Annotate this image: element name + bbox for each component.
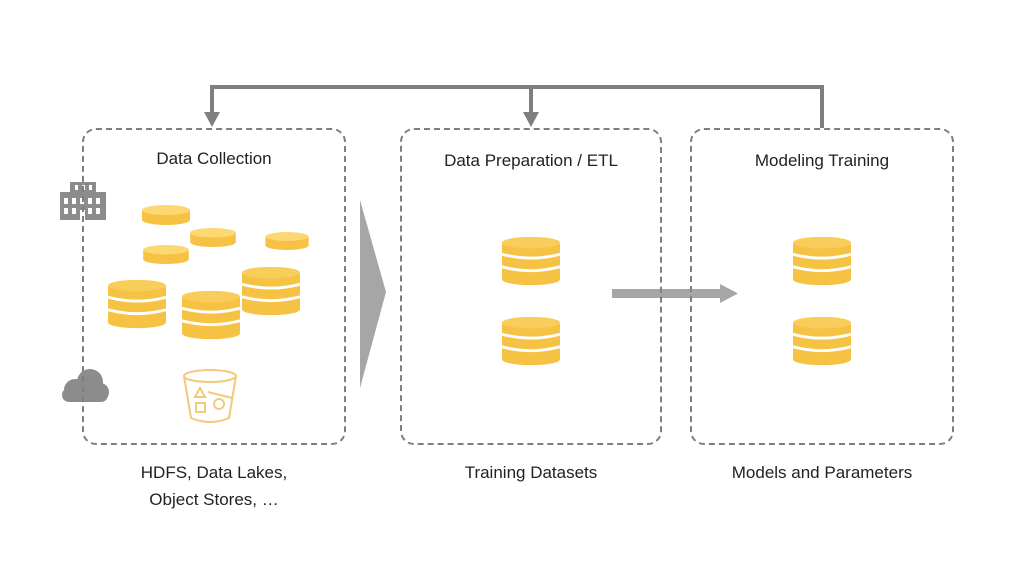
stage-title-data-preparation: Data Preparation / ETL	[444, 151, 618, 170]
stage-title-data-collection: Data Collection	[156, 149, 272, 168]
stage-box-data-preparation	[400, 128, 662, 445]
building-icon	[60, 182, 106, 220]
flow-arrow-prep-to-model	[612, 284, 738, 303]
stage-box-data-collection	[82, 128, 346, 445]
caption-line: Object Stores, …	[149, 490, 279, 509]
caption-line: Models and Parameters	[731, 463, 913, 482]
stage-transition-chevron	[360, 200, 386, 388]
feedback-loop-arrow	[210, 85, 824, 128]
stage-caption-data-collection: HDFS, Data Lakes, Object Stores, …	[82, 459, 346, 513]
feedback-arrowhead-preparation	[523, 112, 539, 127]
stage-caption-data-preparation: Training Datasets	[400, 459, 662, 486]
stage-title-modeling-training: Modeling Training	[754, 151, 890, 170]
feedback-arrowhead-collection	[204, 112, 220, 127]
caption-line: Training Datasets	[464, 463, 598, 482]
stage-box-modeling-training	[690, 128, 954, 445]
bucket-icon	[183, 369, 237, 423]
stage-caption-modeling-training: Models and Parameters	[690, 459, 954, 486]
caption-line: HDFS, Data Lakes,	[140, 463, 288, 482]
